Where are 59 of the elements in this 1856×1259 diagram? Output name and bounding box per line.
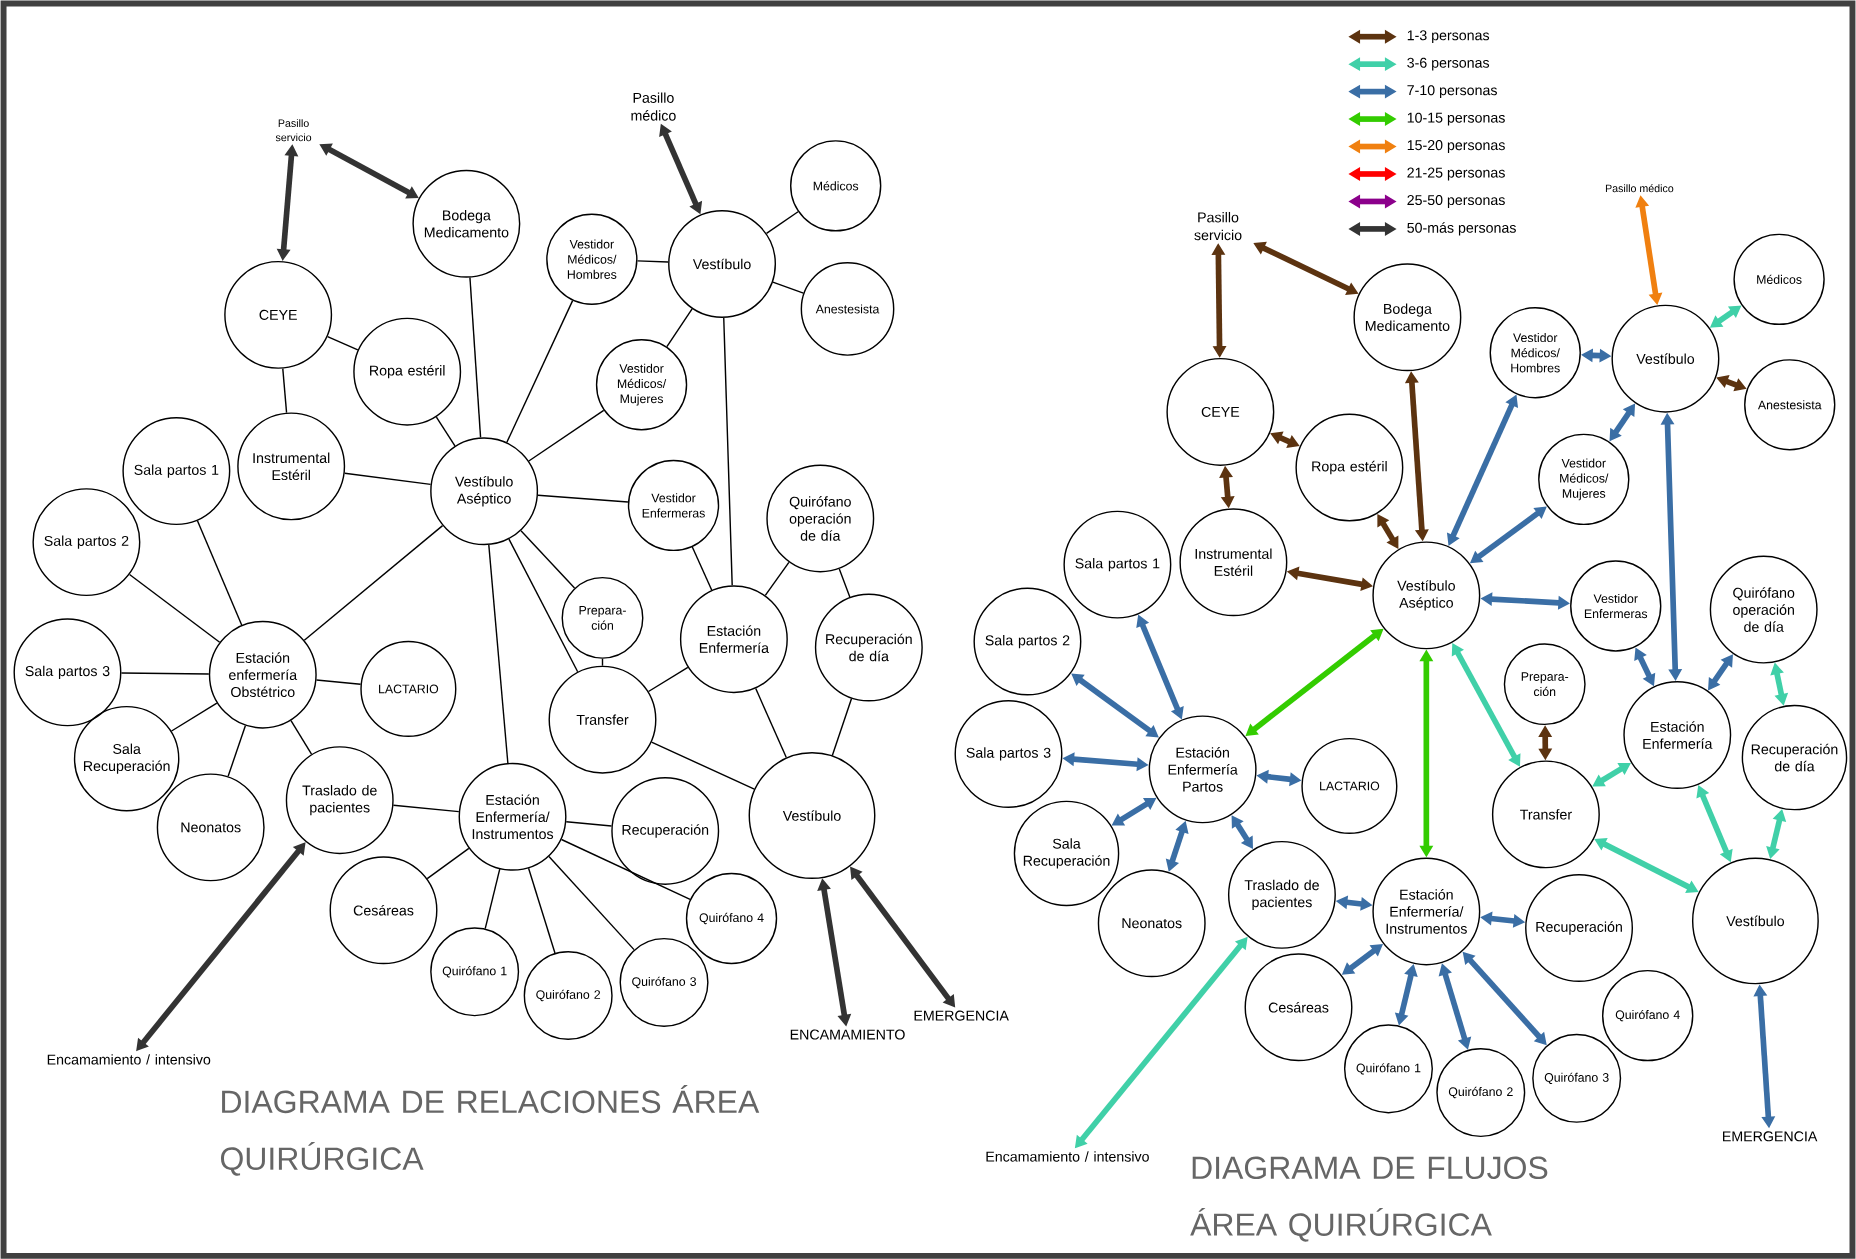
panel-label: DIAGRAMA DE RELACIONES ÁREA QUIRÚRGICA (221, 1084, 760, 1176)
connector-line (303, 524, 444, 641)
flow-arrow (136, 842, 306, 1051)
connector-line (170, 702, 218, 732)
panel-label: DIAGRAMA DE FLUJOS ÁREA QUIRÚRGICA (1190, 1156, 1548, 1242)
connector-line (691, 546, 713, 591)
connector-line (520, 529, 576, 589)
place-label: Encamamiento / intensivo (47, 1053, 211, 1065)
connector-line (506, 299, 574, 443)
connector-line (764, 561, 790, 596)
place-label: Pasillo servicio (275, 119, 312, 141)
connector-line (723, 317, 733, 586)
place-label: Encamamiento / intensivo (986, 1151, 1149, 1162)
legend-text: 10-15 personas (1407, 112, 1505, 126)
connector-line (565, 820, 613, 827)
connector-line (601, 657, 604, 667)
connector-line (765, 210, 799, 234)
connector-line (227, 724, 247, 777)
connector-line (528, 409, 605, 462)
connector-line (560, 838, 691, 900)
connector-line (755, 687, 788, 759)
connector-line (282, 367, 288, 414)
legend-text: 1-3 personas (1407, 30, 1490, 43)
legend-text: 3-6 personas (1407, 57, 1490, 71)
place-label: EMERGENCIA (1723, 1131, 1818, 1142)
place-label: EMERGENCIA (914, 1010, 1009, 1021)
connector-line (484, 868, 501, 930)
place-label: Pasillo servicio (1194, 211, 1242, 240)
legend-text: 25-50 personas (1407, 194, 1505, 208)
connector-line (315, 679, 362, 685)
connector-line (426, 847, 470, 880)
place-label: Pasillo médico (631, 92, 676, 121)
legend-text: 21-25 personas (1407, 167, 1505, 181)
connector-line (636, 259, 669, 263)
connector-line (647, 666, 689, 692)
connector-line (831, 697, 853, 756)
connector-line (344, 472, 432, 485)
connector-line (120, 672, 210, 675)
connector-line (508, 538, 579, 673)
connector-line (196, 519, 243, 626)
connector-line (537, 494, 629, 503)
connector-line (650, 741, 756, 790)
connector-line (666, 307, 693, 348)
place-label: Pasillo médico (1605, 184, 1674, 192)
connector-line (772, 281, 805, 294)
connector-line (128, 573, 221, 643)
connector-line (435, 416, 456, 447)
connector-line (290, 719, 313, 755)
legend-text: 50-más personas (1407, 222, 1516, 236)
legend-text: 15-20 personas (1407, 139, 1505, 153)
connector-line (326, 335, 359, 351)
connector-line (838, 568, 851, 598)
connector-line (392, 804, 460, 813)
connector-line (469, 276, 482, 438)
connector-line (488, 544, 509, 764)
connector-line (548, 855, 635, 951)
legend-text: 7-10 personas (1407, 85, 1497, 98)
connector-line (527, 867, 556, 954)
place-label: ENCAMAMIENTO (790, 1029, 905, 1040)
